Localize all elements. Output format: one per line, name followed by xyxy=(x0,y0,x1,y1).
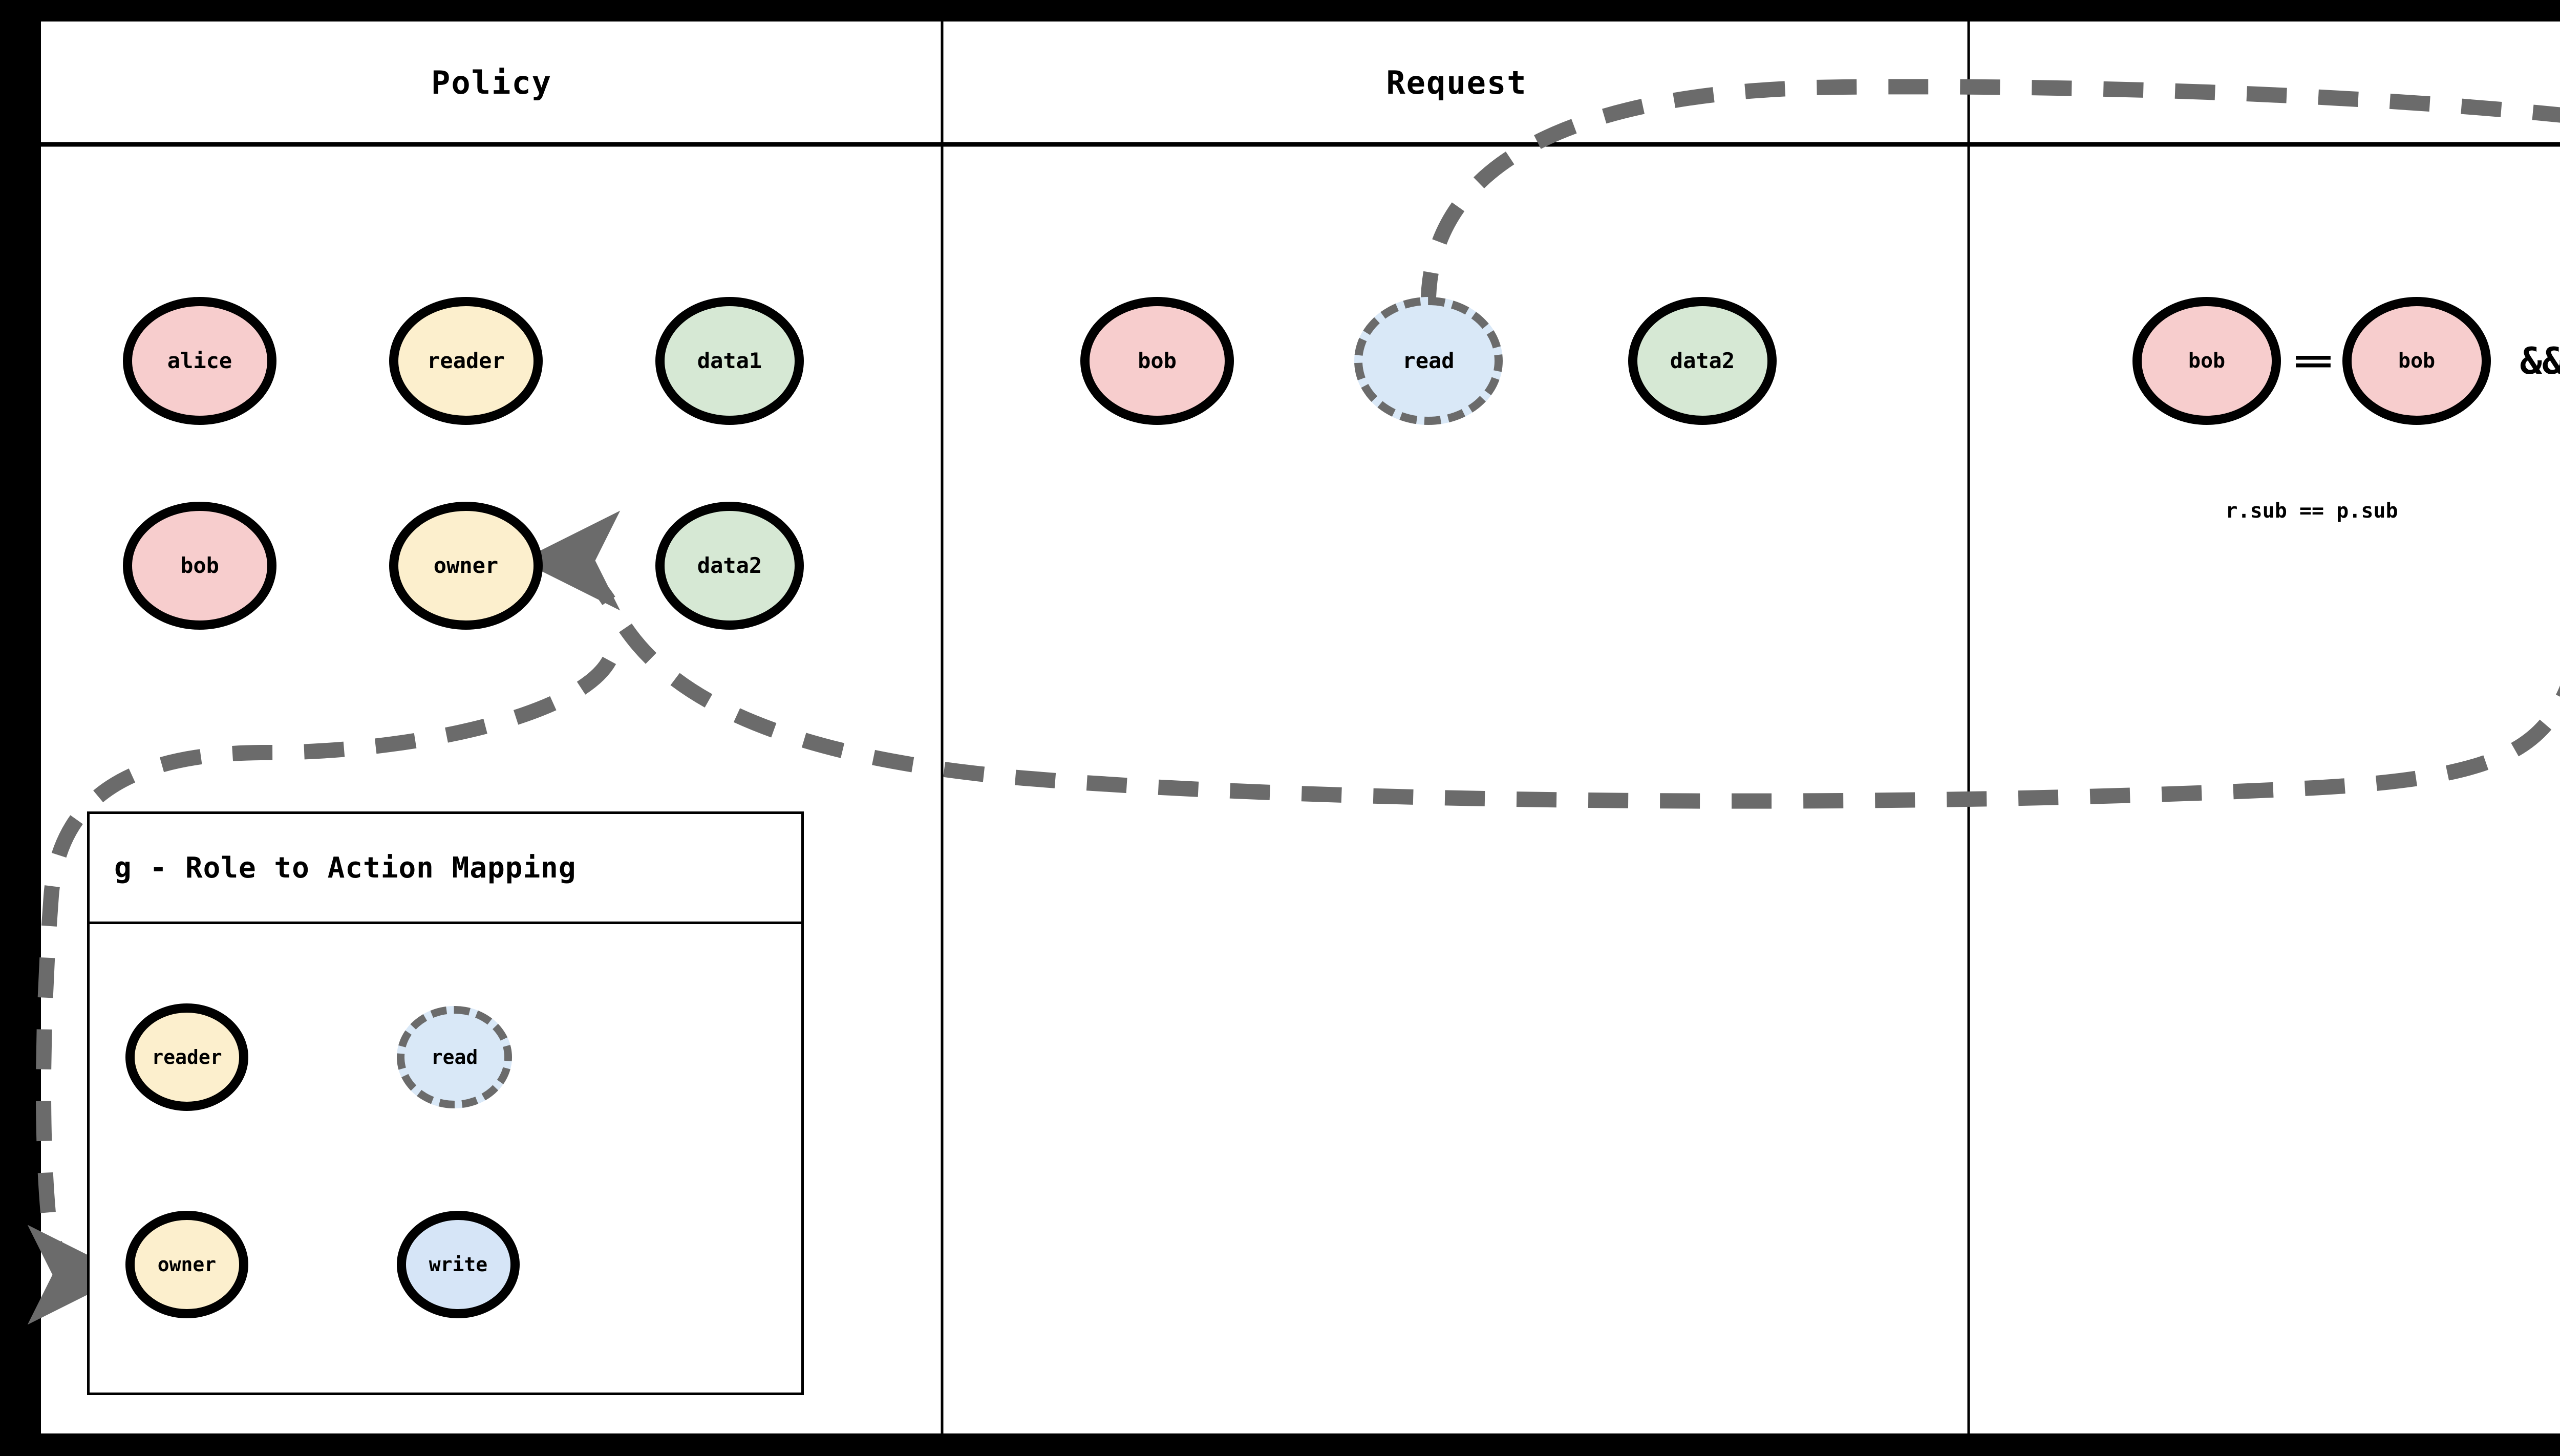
policy-node-data2[interactable]: data2 xyxy=(655,502,804,630)
g-node-owner-label: owner xyxy=(157,1253,217,1276)
g-mapping-title: g - Role to Action Mapping xyxy=(114,851,577,885)
g-node-write[interactable]: write xyxy=(397,1211,520,1318)
matching-caption-sub: r.sub == p.sub xyxy=(2225,499,2398,523)
policy-node-owner-label: owner xyxy=(433,553,499,578)
g-node-reader-label: reader xyxy=(152,1046,222,1068)
policy-node-reader[interactable]: reader xyxy=(389,297,543,425)
matching-node-policy-sub-label: bob xyxy=(2398,349,2436,373)
request-node-data2-label: data2 xyxy=(1670,348,1735,373)
request-node-read[interactable]: read xyxy=(1354,297,1503,425)
matching-conjunction-1: && xyxy=(2520,339,2560,382)
request-node-data2[interactable]: data2 xyxy=(1628,297,1777,425)
matching-node-request-sub-label: bob xyxy=(2188,349,2226,373)
policy-node-bob[interactable]: bob xyxy=(123,502,276,630)
g-node-read-label: read xyxy=(431,1046,478,1068)
g-mapping-panel: g - Role to Action Mapping reader read o… xyxy=(87,811,804,1395)
g-node-owner[interactable]: owner xyxy=(125,1211,248,1318)
policy-node-alice-label: alice xyxy=(167,348,232,373)
policy-node-reader-label: reader xyxy=(427,348,505,373)
g-node-reader[interactable]: reader xyxy=(125,1003,248,1111)
matching-node-policy-sub[interactable]: bob xyxy=(2342,297,2491,425)
request-node-read-label: read xyxy=(1402,348,1455,373)
policy-node-alice[interactable]: alice xyxy=(123,297,276,425)
policy-node-bob-label: bob xyxy=(180,553,219,578)
policy-node-data2-label: data2 xyxy=(697,553,762,578)
matching-operator-sub-eq: == xyxy=(2294,341,2332,380)
policy-node-data1-label: data1 xyxy=(697,348,762,373)
matching-node-request-sub[interactable]: bob xyxy=(2132,297,2281,425)
g-node-read[interactable]: read xyxy=(397,1006,512,1108)
column-title-policy: Policy xyxy=(431,64,552,101)
g-mapping-title-bar: g - Role to Action Mapping xyxy=(90,814,801,924)
g-mapping-graph: reader read owner write xyxy=(90,924,801,1398)
policy-node-owner[interactable]: owner xyxy=(389,502,543,630)
column-title-request: Request xyxy=(1386,64,1527,101)
policy-node-data1[interactable]: data1 xyxy=(655,297,804,425)
g-node-write-label: write xyxy=(429,1253,488,1276)
request-node-bob[interactable]: bob xyxy=(1080,297,1234,425)
request-node-bob-label: bob xyxy=(1138,348,1177,373)
column-title-matching: Matching xyxy=(1971,64,2560,101)
